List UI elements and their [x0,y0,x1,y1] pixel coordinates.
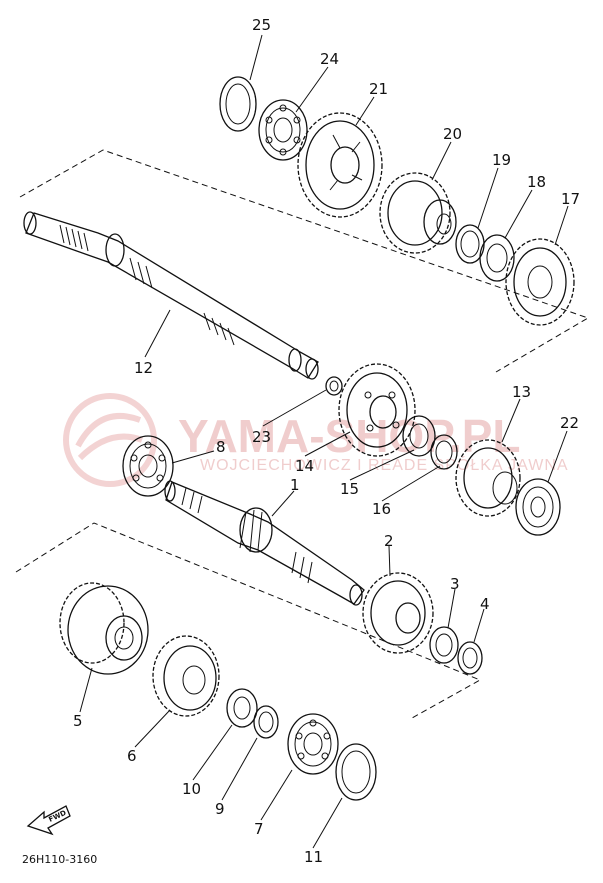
watermark-subtitle: WOJCIECHOWICZ I READE SPÓŁKA JAWNA [200,455,569,474]
bearing-24 [258,99,308,161]
callout-24: 24 [320,50,339,68]
gear-21 [297,112,383,218]
callout-6: 6 [127,747,137,765]
callout-4: 4 [480,595,490,613]
callout-5: 5 [73,712,83,730]
gear-6 [152,635,220,717]
circlip-11 [335,743,377,801]
callout-15: 15 [340,480,359,498]
callout-22: 22 [560,414,579,432]
callout-18: 18 [527,173,546,191]
fwd-arrow-icon: FWD [26,805,71,836]
bearing-7 [287,713,339,775]
callout-1: 1 [290,476,300,494]
callout-12: 12 [134,359,153,377]
washer-10 [226,688,258,728]
callout-3: 3 [450,575,460,593]
gear-17 [505,238,575,326]
callout-9: 9 [215,800,225,818]
callout-23: 23 [252,428,271,446]
gear-5 [59,582,149,675]
watermark-title: YAMA-SHOP.PL [178,410,521,462]
lower-group-outline [15,522,482,719]
circlip-9 [253,705,279,739]
circlip-16 [430,434,458,470]
callout-2: 2 [384,532,394,550]
callout-7: 7 [254,820,264,838]
circlip-25 [219,76,257,132]
circlip-4 [457,641,483,675]
callout-16: 16 [372,500,391,518]
callout-17: 17 [561,190,580,208]
collar-23 [325,376,343,396]
callout-13: 13 [512,383,531,401]
callout-14: 14 [295,457,314,475]
callout-numbers: 25 24 21 20 19 18 17 12 23 14 8 15 16 13… [73,16,580,866]
main-axle-12 [23,211,319,380]
bearing-8 [122,435,174,497]
washer-15 [402,415,436,457]
callout-19: 19 [492,151,511,169]
drawing-code: 26H110-3160 [22,853,97,866]
gear-2 [362,572,434,654]
upper-group-outline [19,149,590,373]
callout-21: 21 [369,80,388,98]
callout-11: 11 [304,848,323,866]
washer-3 [429,626,459,664]
drive-axle-1 [164,480,365,606]
callout-10: 10 [182,780,201,798]
fwd-label: FWD [47,809,67,824]
callout-8: 8 [216,438,226,456]
bearing-22 [515,478,561,536]
callout-20: 20 [443,125,462,143]
gear-14 [338,363,416,457]
gear-13 [455,439,521,517]
washer-18 [479,234,515,282]
callout-25: 25 [252,16,271,34]
gear-20 [379,172,457,254]
leader-lines [79,34,569,849]
